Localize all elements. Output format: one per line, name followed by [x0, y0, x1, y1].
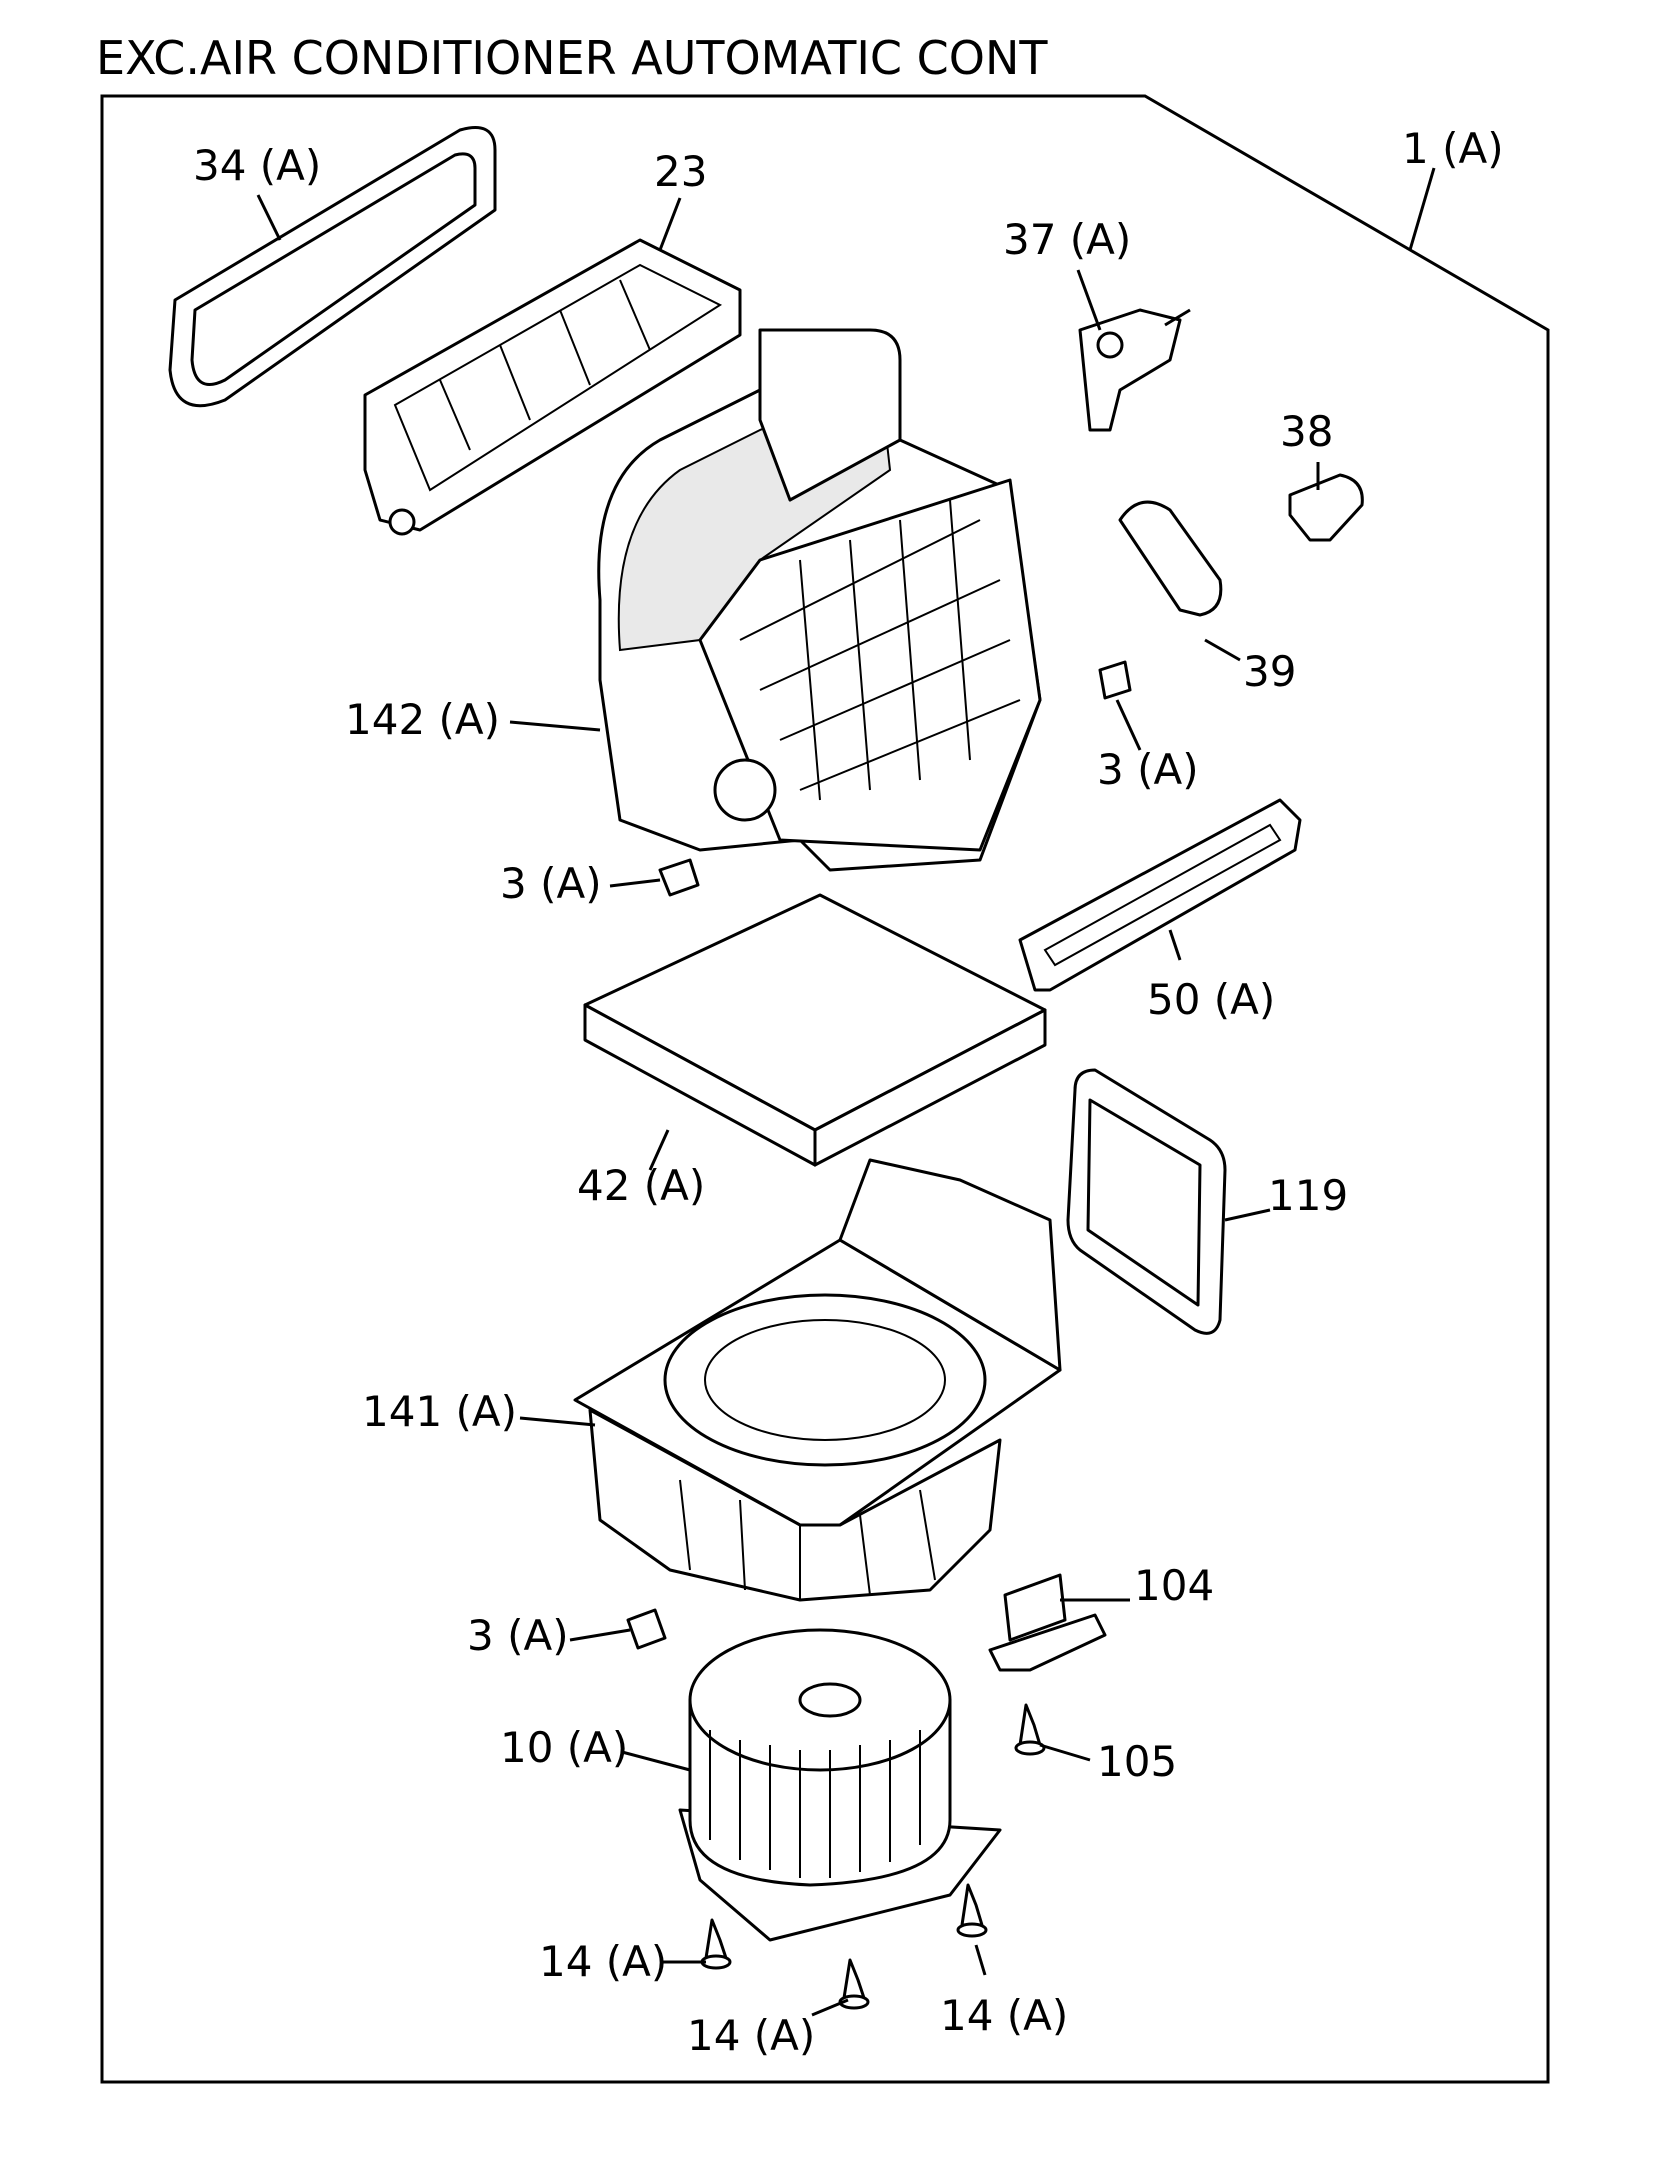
leader-lines	[256, 167, 1436, 2017]
part-39-lever[interactable]	[1118, 500, 1223, 617]
label-14-left: 14 (A)	[539, 1937, 667, 1986]
label-142: 142 (A)	[345, 695, 500, 744]
label-119: 119	[1268, 1171, 1348, 1220]
part-3-clip-upper[interactable]	[1098, 660, 1132, 700]
label-105: 105	[1097, 1737, 1177, 1786]
label-39: 39	[1243, 647, 1296, 696]
diagram-frame	[100, 94, 1550, 2084]
part-3-clip-lower[interactable]	[626, 1608, 667, 1650]
part-42-filter[interactable]	[583, 893, 1047, 1167]
label-42: 42 (A)	[577, 1161, 705, 1210]
label-104: 104	[1134, 1561, 1214, 1610]
part-104-resistor[interactable]	[988, 1573, 1107, 1672]
label-34: 34 (A)	[193, 141, 321, 190]
label-3-lower: 3 (A)	[467, 1611, 569, 1660]
part-14-screw-middle[interactable]	[838, 1958, 870, 2010]
part-37-link[interactable]	[1078, 308, 1191, 432]
part-142-upper-case[interactable]	[597, 328, 1042, 872]
label-38: 38	[1280, 407, 1333, 456]
part-34-gasket[interactable]	[168, 126, 497, 408]
part-38-clip[interactable]	[1288, 473, 1364, 542]
label-23: 23	[654, 147, 707, 196]
part-50-door[interactable]	[1018, 798, 1302, 992]
label-1: 1 (A)	[1402, 124, 1504, 173]
part-14-screw-left[interactable]	[700, 1918, 732, 1970]
label-14-right: 14 (A)	[940, 1991, 1068, 2040]
label-14-middle: 14 (A)	[687, 2011, 815, 2060]
label-50: 50 (A)	[1147, 975, 1275, 1024]
diagram-title: EXC.AIR CONDITIONER AUTOMATIC CONT	[96, 31, 1048, 85]
label-3-mid: 3 (A)	[500, 859, 602, 908]
label-37: 37 (A)	[1003, 215, 1131, 264]
part-14-screw-right[interactable]	[956, 1883, 988, 1938]
part-105-screw[interactable]	[1014, 1703, 1046, 1756]
part-10-blower-motor[interactable]	[678, 1628, 1002, 1942]
part-3-clip-mid[interactable]	[658, 858, 700, 897]
part-23-door[interactable]	[363, 238, 742, 536]
part-119-seal[interactable]	[1066, 1068, 1227, 1335]
part-141-blower-case[interactable]	[573, 1158, 1062, 1602]
label-3-upper: 3 (A)	[1097, 745, 1199, 794]
label-10: 10 (A)	[500, 1723, 628, 1772]
label-141: 141 (A)	[362, 1387, 517, 1436]
